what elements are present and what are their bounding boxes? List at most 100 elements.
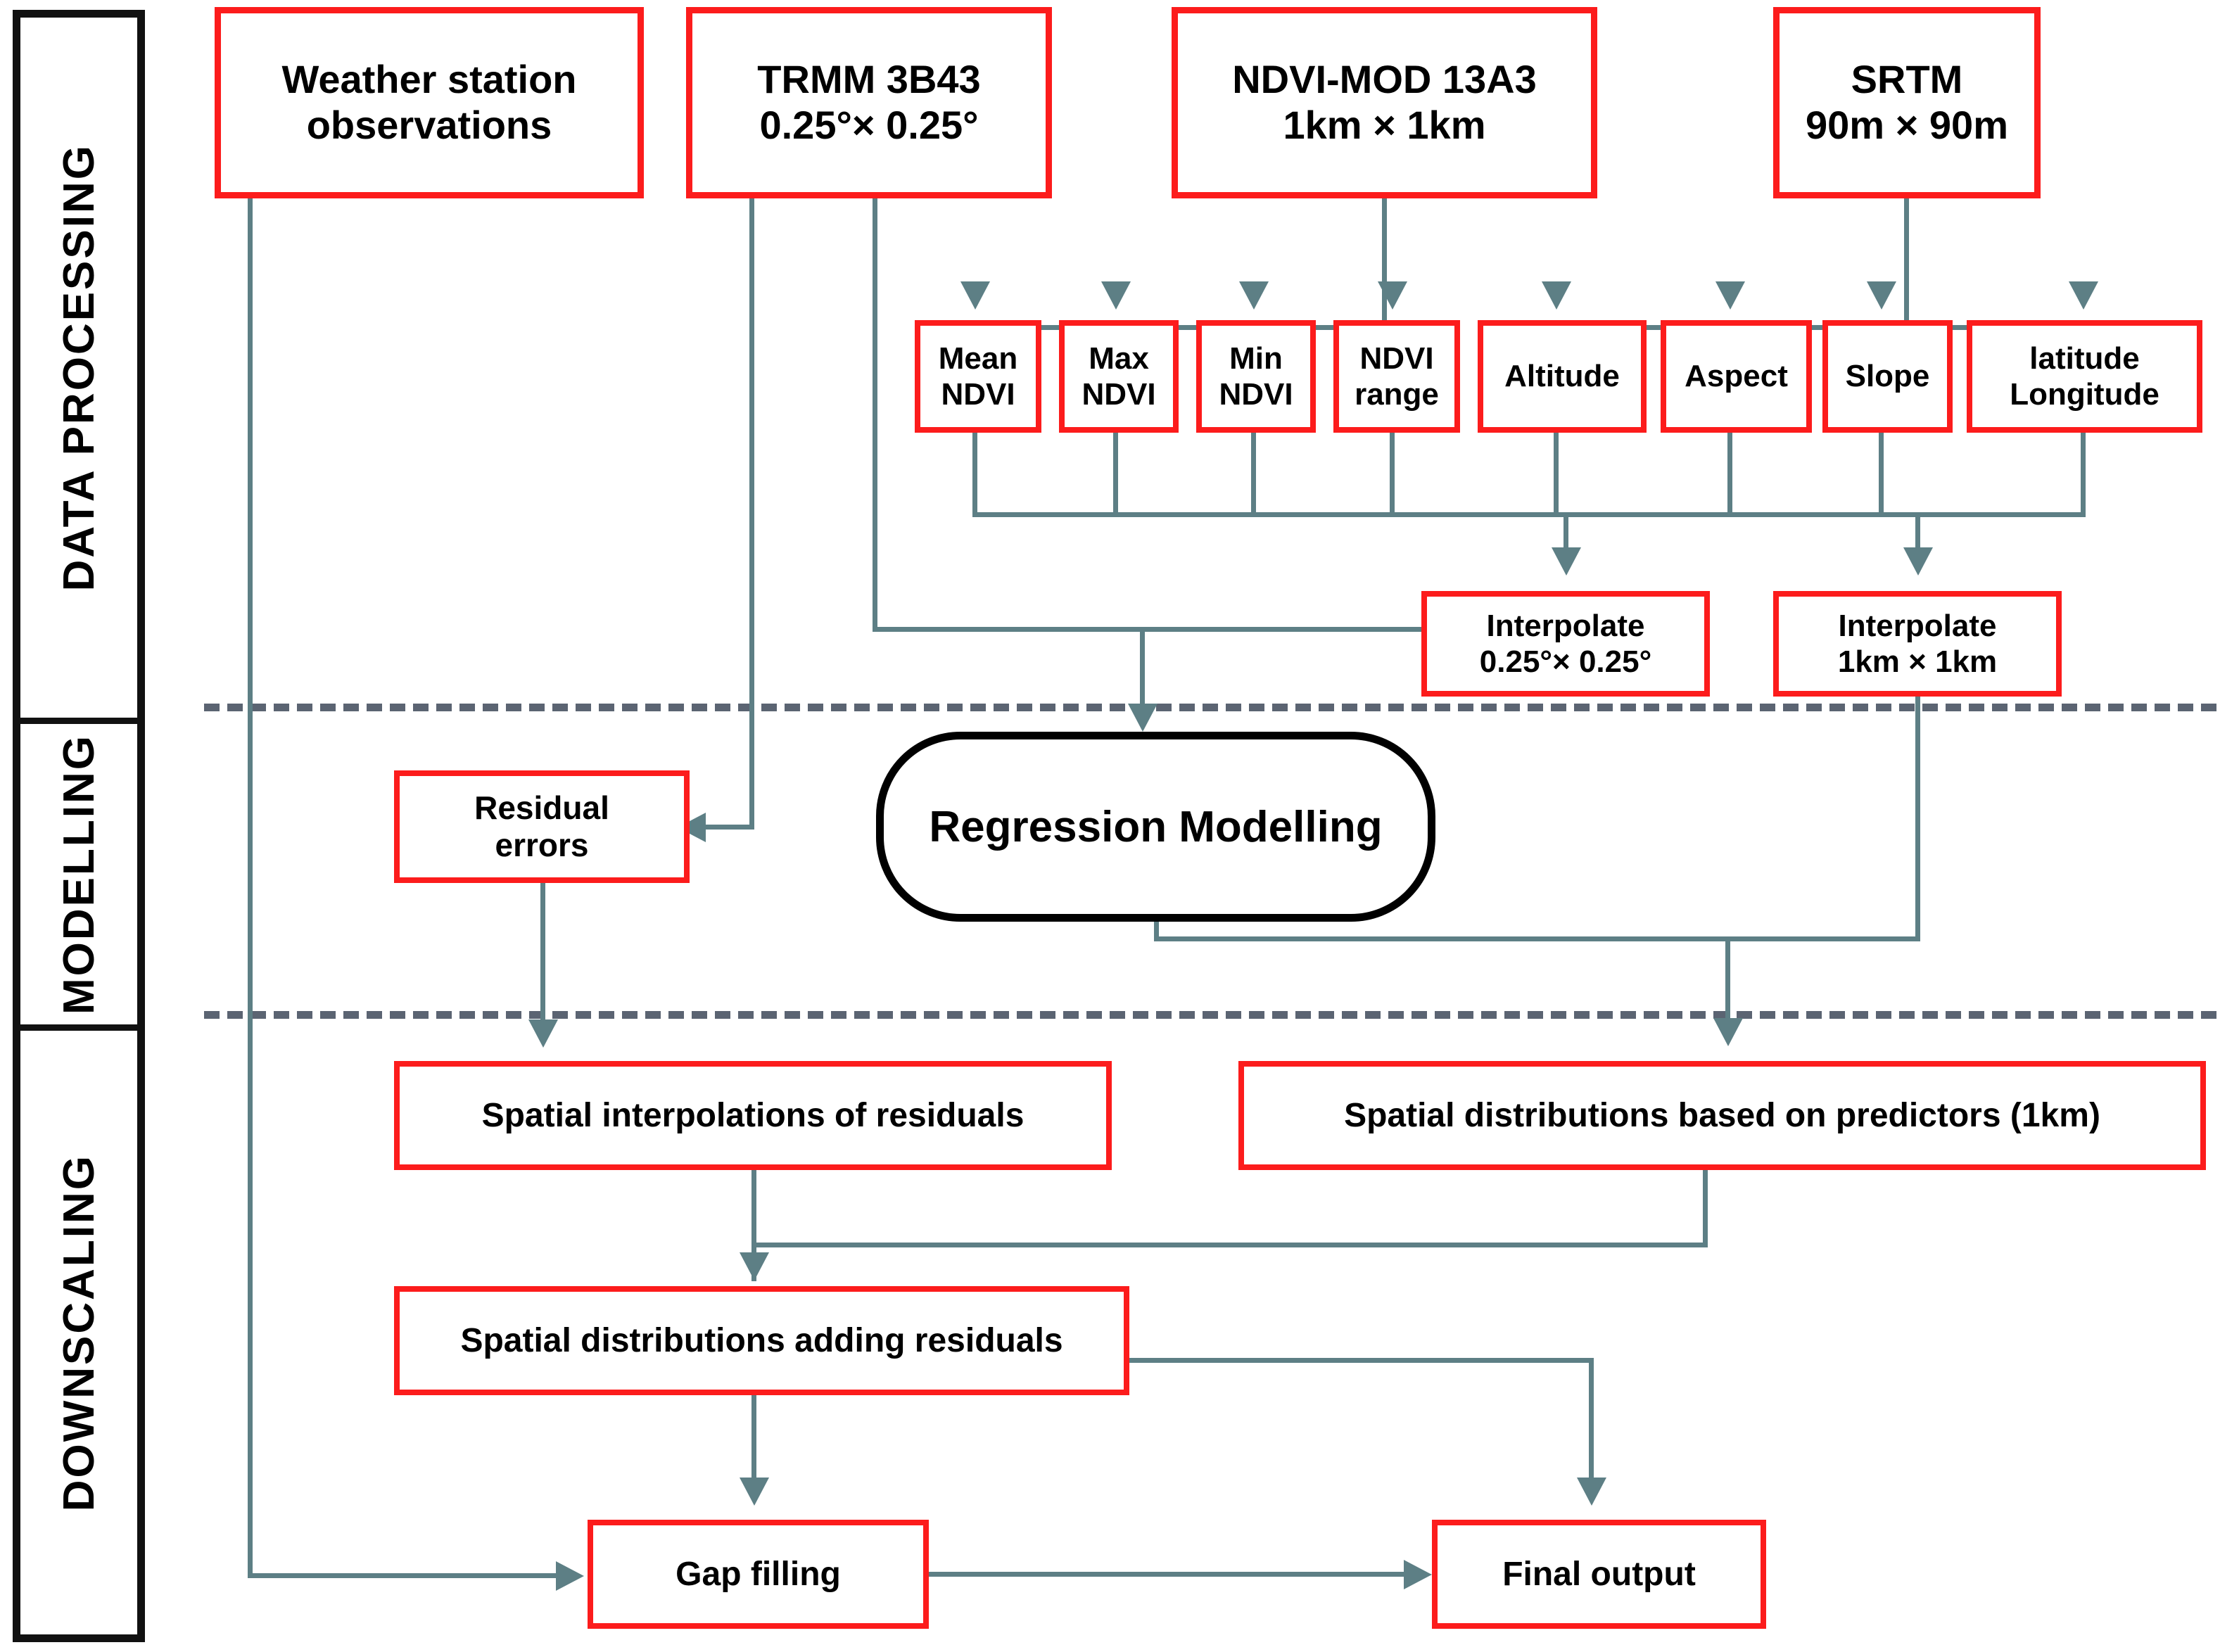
wire-trmm-left-vertical xyxy=(749,198,754,828)
wire-srtm-stem xyxy=(1904,198,1909,328)
node-mean-ndvi-line2: NDVI xyxy=(941,377,1015,412)
arrow-into-slope xyxy=(1867,281,1896,310)
node-max-ndvi-line1: Max xyxy=(1089,341,1149,376)
wire-merge-to-adding-residuals xyxy=(751,1243,1708,1247)
arrow-into-mean-ndvi xyxy=(960,281,990,310)
wire-srtm-fanout-bus xyxy=(1554,325,2086,330)
node-slope[interactable]: Slope xyxy=(1822,320,1953,433)
arrow-into-ndvi-range xyxy=(1378,281,1407,310)
arrow-into-lat-long xyxy=(2069,281,2098,310)
wire-regression-input-vertical xyxy=(1140,627,1145,706)
node-slope-line1: Slope xyxy=(1845,359,1930,394)
node-spatial-dist-predictors[interactable]: Spatial distributions based on predictor… xyxy=(1238,1061,2206,1170)
node-interpolate-coarse-line1: Interpolate xyxy=(1486,608,1645,643)
node-aspect-line1: Aspect xyxy=(1685,359,1788,394)
phase-rail: DATA PROCESSING MODELLING DOWNSCALING xyxy=(13,10,145,1642)
node-residual-errors-line2: errors xyxy=(495,827,589,863)
node-regression-modelling[interactable]: Regression Modelling xyxy=(876,732,1435,922)
node-interpolate-fine-line1: Interpolate xyxy=(1838,608,1997,643)
arrow-into-altitude xyxy=(1542,281,1571,310)
wire-adding-to-final-horizontal xyxy=(1126,1358,1594,1363)
node-spatial-interp-residuals[interactable]: Spatial interpolations of residuals xyxy=(394,1061,1112,1170)
phase-label-downscaling: DOWNSCALING xyxy=(54,1153,103,1512)
node-min-ndvi-line1: Min xyxy=(1229,341,1283,376)
node-mean-ndvi-line1: Mean xyxy=(938,341,1018,376)
wire-merge-latlong xyxy=(2081,433,2086,517)
node-altitude[interactable]: Altitude xyxy=(1478,320,1647,433)
wire-regression-merge-horizontal xyxy=(1378,936,1920,941)
arrow-into-interpolate-coarse xyxy=(1552,547,1581,576)
node-residual-errors[interactable]: Residual errors xyxy=(394,770,690,883)
arrow-into-min-ndvi xyxy=(1239,281,1269,310)
node-final-output[interactable]: Final output xyxy=(1432,1520,1766,1629)
wire-adding-to-gapfill xyxy=(751,1395,756,1480)
wire-merge-range xyxy=(1390,433,1395,517)
separator-processing-modelling xyxy=(204,704,2216,711)
node-interpolate-coarse[interactable]: Interpolate 0.25°× 0.25° xyxy=(1421,591,1710,697)
node-ndvi-range[interactable]: NDVI range xyxy=(1333,320,1460,433)
wire-merge-aspect xyxy=(1727,433,1732,517)
wire-gapfill-to-final xyxy=(927,1572,1406,1577)
arrow-into-spatial-dist-adding xyxy=(740,1252,769,1281)
separator-modelling-downscaling xyxy=(204,1011,2216,1019)
arrow-weather-to-gapfill xyxy=(556,1561,584,1591)
arrow-into-spatial-interp-residuals xyxy=(528,1019,558,1048)
wire-to-spatial-dist-predictors xyxy=(1725,936,1730,1019)
phase-label-data-processing: DATA PROCESSING xyxy=(54,144,103,592)
arrow-into-aspect xyxy=(1715,281,1745,310)
phase-cell-modelling: MODELLING xyxy=(20,718,137,1024)
wire-merge-slope xyxy=(1879,433,1884,517)
phase-cell-downscaling: DOWNSCALING xyxy=(20,1024,137,1634)
wire-weather-to-gapfill-vertical xyxy=(248,198,253,1576)
node-trmm-line2: 0.25°× 0.25° xyxy=(759,103,979,147)
node-ndvi-range-line2: range xyxy=(1355,377,1439,412)
node-weather-station-line1: Weather station xyxy=(281,57,577,102)
node-srtm-line2: 90m × 90m xyxy=(1806,103,2008,147)
node-lat-long[interactable]: latitude Longitude xyxy=(1967,320,2202,433)
node-max-ndvi-line2: NDVI xyxy=(1082,377,1156,412)
phase-label-modelling: MODELLING xyxy=(54,734,103,1015)
node-weather-station-line2: observations xyxy=(306,103,552,147)
wire-regression-out-vertical xyxy=(1154,922,1159,941)
wire-bus-to-interpolate-fine xyxy=(1915,512,1920,549)
node-interpolate-fine[interactable]: Interpolate 1km × 1km xyxy=(1773,591,2062,697)
arrow-into-interpolate-fine xyxy=(1903,547,1933,576)
wire-merge-max xyxy=(1113,433,1118,517)
node-final-output-label: Final output xyxy=(1502,1555,1696,1593)
wire-ndvi-fanout-bus xyxy=(972,325,1395,330)
wire-adding-to-final-vertical xyxy=(1589,1358,1594,1481)
node-interpolate-coarse-line2: 0.25°× 0.25° xyxy=(1479,644,1652,679)
node-trmm[interactable]: TRMM 3B43 0.25°× 0.25° xyxy=(686,7,1052,198)
node-ndvi-mod[interactable]: NDVI-MOD 13A3 1km × 1km xyxy=(1172,7,1597,198)
phase-cell-data-processing: DATA PROCESSING xyxy=(20,18,137,718)
wire-regression-out-horizontal xyxy=(1154,936,1386,941)
node-lat-long-line2: Longitude xyxy=(2010,377,2159,412)
node-trmm-line1: TRMM 3B43 xyxy=(757,57,981,102)
node-spatial-dist-adding-label: Spatial distributions adding residuals xyxy=(460,1321,1063,1359)
wire-trmm-left-to-residual xyxy=(705,825,754,830)
node-spatial-dist-adding[interactable]: Spatial distributions adding residuals xyxy=(394,1286,1129,1395)
node-ndvi-mod-line1: NDVI-MOD 13A3 xyxy=(1232,57,1537,102)
node-min-ndvi-line2: NDVI xyxy=(1219,377,1293,412)
node-max-ndvi[interactable]: Max NDVI xyxy=(1059,320,1179,433)
node-aspect[interactable]: Aspect xyxy=(1661,320,1812,433)
node-lat-long-line1: latitude xyxy=(2029,341,2140,376)
arrow-into-spatial-dist-predictors xyxy=(1713,1018,1743,1046)
node-spatial-dist-predictors-label: Spatial distributions based on predictor… xyxy=(1344,1096,2100,1134)
arrow-into-gap-filling xyxy=(740,1478,769,1506)
node-mean-ndvi[interactable]: Mean NDVI xyxy=(915,320,1041,433)
wire-spatial-dist-predictors-down xyxy=(1703,1170,1708,1247)
arrow-gapfill-to-final-output xyxy=(1404,1560,1432,1589)
node-weather-station[interactable]: Weather station observations xyxy=(215,7,644,198)
wire-merge-mean xyxy=(972,433,977,517)
node-gap-filling[interactable]: Gap filling xyxy=(588,1520,929,1629)
wire-bus-to-interpolate-coarse xyxy=(1563,512,1568,549)
node-min-ndvi[interactable]: Min NDVI xyxy=(1196,320,1316,433)
wire-trmm-right-horizontal xyxy=(873,627,1710,632)
wire-interpolate-fine-out-vertical xyxy=(1915,697,1920,941)
wire-spatial-interp-down xyxy=(751,1170,756,1281)
arrow-into-regression-modelling xyxy=(1128,704,1157,732)
node-srtm[interactable]: SRTM 90m × 90m xyxy=(1773,7,2041,198)
node-interpolate-fine-line2: 1km × 1km xyxy=(1837,644,1998,679)
